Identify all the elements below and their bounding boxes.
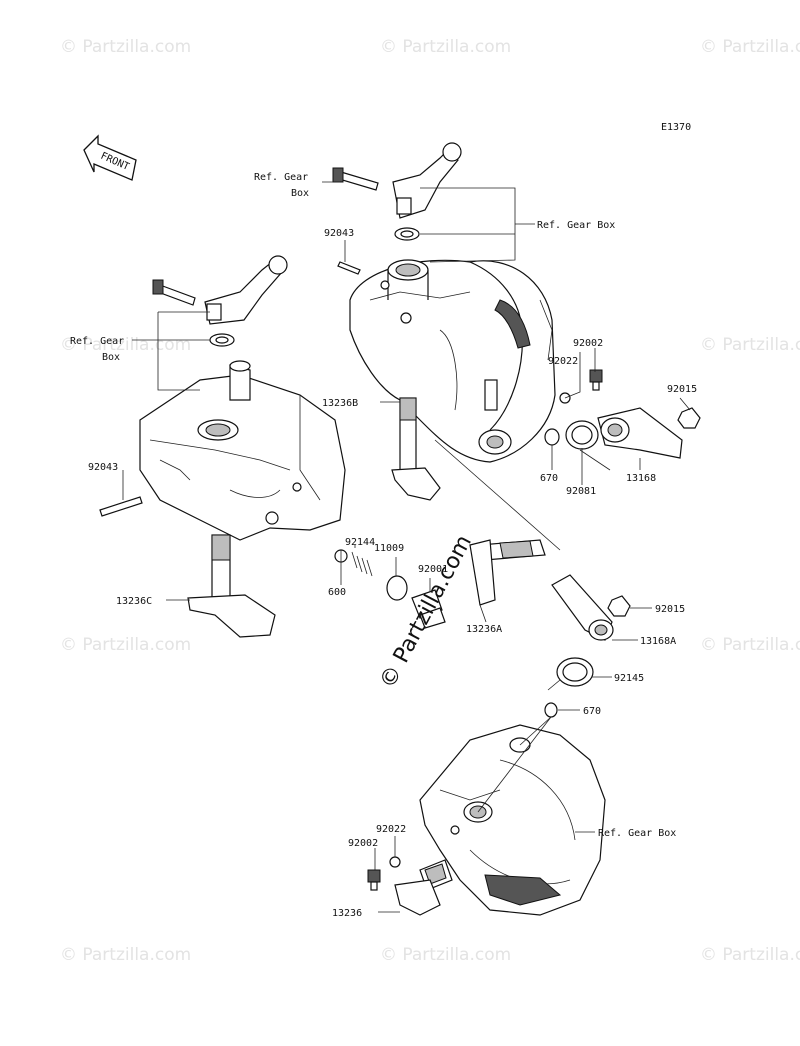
label-13236C: 13236C [116,596,152,607]
spring-92145 [547,657,594,691]
label-92081: 92081 [566,486,596,497]
shift-arm-upper [332,142,462,241]
shift-shaft-13236 [394,859,453,916]
front-arrow-icon: FRONT [83,134,137,181]
spring-92081 [565,420,611,471]
watermark: © Partzilla.com [700,335,800,355]
gear-box-left [139,360,346,541]
label-670-bottom: 670 [583,706,601,717]
shift-shaft-13236C [187,534,276,638]
bolt-92002-top [589,369,603,391]
nut-92015-mid [607,595,631,617]
leader-lines [122,181,691,913]
label-13168: 13168 [626,473,656,484]
washer-92022-bottom [389,856,401,868]
gasket-11009 [386,575,408,601]
label-ref-gear-box-bottom: Ref. Gear Box [598,828,676,839]
spring-92144 [351,551,373,577]
shift-shaft-13236A [469,539,546,606]
watermark: © Partzilla.com [60,37,191,57]
label-92144: 92144 [345,537,375,548]
part-labels: Ref. Gear Box Ref. Gear Box 92043 Ref. G… [70,172,697,919]
shift-shaft-13236B [391,397,441,501]
bolt-92002-bottom [367,869,381,891]
label-13236: 13236 [332,908,362,919]
circlip-670-top [544,428,560,446]
label-ref-gear-box-right: Ref. Gear Box [537,220,615,231]
watermark: © Partzilla.com [380,37,511,57]
shift-arm-left [152,255,288,347]
label-600: 600 [328,587,346,598]
label-13168A: 13168A [640,636,676,647]
gear-box-lower [419,724,606,916]
watermark: © Partzilla.com [60,635,191,655]
label-92022-bottom: 92022 [376,824,406,835]
label-92043-left: 92043 [88,462,118,473]
gear-box-upper-right [349,259,556,463]
watermark: © Partzilla.com [700,37,800,57]
label-670-top: 670 [540,473,558,484]
label-ref-gear-box-left-line2: Box [102,352,120,363]
label-92145: 92145 [614,673,644,684]
label-11009: 11009 [374,543,404,554]
label-ref-gear-box-top-line2: Box [291,188,309,199]
watermark-grid: © Partzilla.com © Partzilla.com © Partzi… [60,37,800,965]
watermark: © Partzilla.com [380,945,511,965]
pin-92043-top [337,261,361,275]
lever-13168 [597,407,683,459]
label-92002-top: 92002 [573,338,603,349]
label-ref-gear-box-top-line1: Ref. Gear [254,172,308,183]
label-92015-top: 92015 [667,384,697,395]
lever-13168A [551,574,614,641]
diagram-code: E1370 [661,122,691,133]
circlip-670-bottom [544,702,558,718]
label-13236A: 13236A [466,624,502,635]
label-92002-bottom: 92002 [348,838,378,849]
plug-92001 [411,589,446,629]
watermark: © Partzilla.com [700,945,800,965]
label-92015-mid: 92015 [655,604,685,615]
pin-92043-left [99,496,143,517]
label-ref-gear-box-left-line1: Ref. Gear [70,336,124,347]
watermark: © Partzilla.com [60,945,191,965]
main-watermark: © Partzilla.com [375,531,477,693]
label-92022-top: 92022 [548,356,578,367]
label-92043-top: 92043 [324,228,354,239]
nut-92015-top [677,407,701,429]
label-13236B: 13236B [322,398,358,409]
label-92001: 92001 [418,564,448,575]
watermark: © Partzilla.com [700,635,800,655]
